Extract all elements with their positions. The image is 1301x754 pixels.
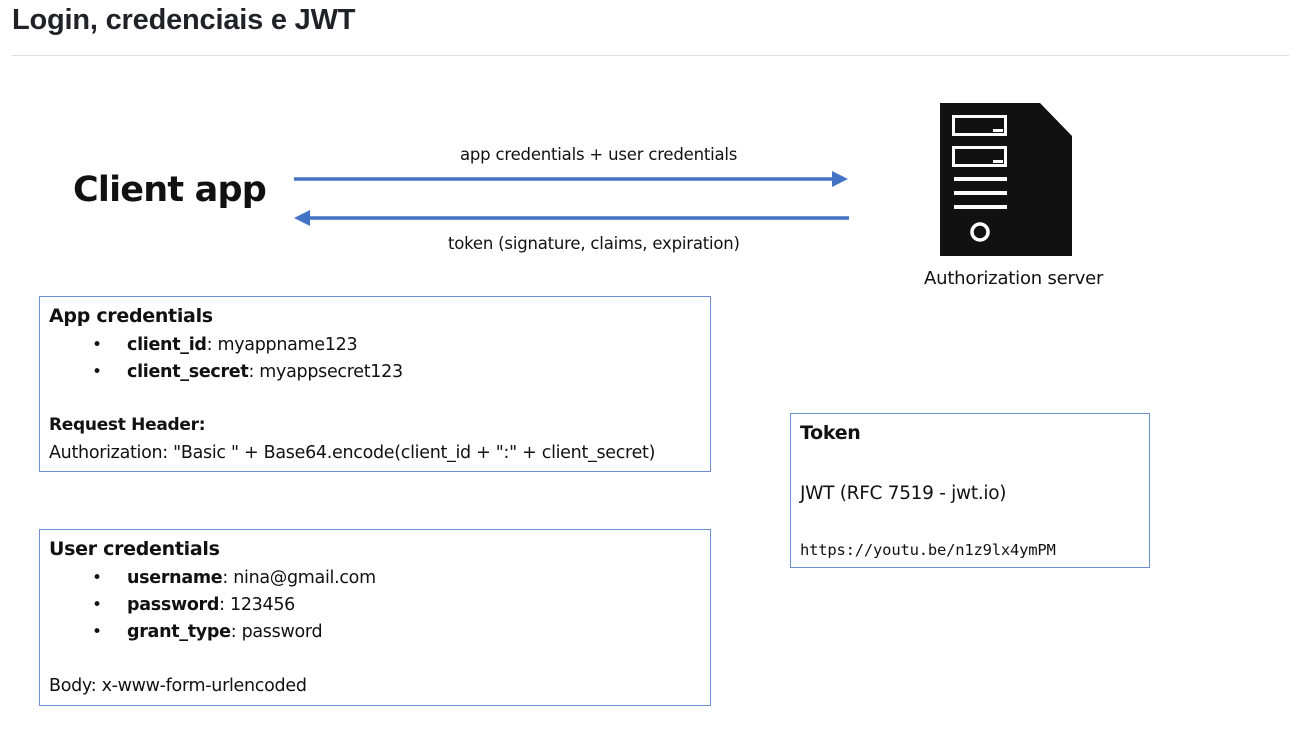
- list-item: username: nina@gmail.com: [127, 568, 376, 588]
- token-url-link[interactable]: https://youtu.be/n1z9lx4ymPM: [800, 541, 1056, 559]
- jwt-label: JWT (RFC 7519 - jwt.io): [800, 483, 1007, 504]
- bullet-icon: •: [92, 595, 102, 615]
- bullet-icon: •: [92, 568, 102, 588]
- list-item: password: 123456: [127, 595, 295, 615]
- credential-key: client_id: [127, 335, 207, 355]
- authorization-server-label: Authorization server: [924, 268, 1104, 289]
- request-arrow: [294, 171, 848, 187]
- title-divider: [12, 55, 1289, 56]
- server-tower-icon: [940, 103, 1072, 256]
- list-item: client_secret: myappsecret123: [127, 362, 403, 382]
- bullet-icon: •: [92, 362, 102, 382]
- credential-value: : myappname123: [206, 335, 358, 355]
- app-credentials-box: App credentials • client_id: myappname12…: [39, 296, 711, 472]
- token-title: Token: [800, 422, 861, 444]
- list-item: client_id: myappname123: [127, 335, 358, 355]
- app-credentials-title: App credentials: [49, 305, 213, 327]
- list-item: grant_type: password: [127, 622, 323, 642]
- response-arrow-label: token (signature, claims, expiration): [448, 234, 740, 253]
- request-header-title: Request Header:: [49, 415, 206, 435]
- client-app-label: Client app: [73, 170, 267, 210]
- user-credentials-box: User credentials • username: nina@gmail.…: [39, 529, 711, 706]
- user-credentials-title: User credentials: [49, 538, 220, 560]
- bullet-icon: •: [92, 622, 102, 642]
- credential-key: client_secret: [127, 362, 249, 382]
- request-arrow-label: app credentials + user credentials: [460, 145, 738, 164]
- request-header-value: Authorization: "Basic " + Base64.encode(…: [49, 443, 656, 463]
- page-title: Login, credenciais e JWT: [12, 4, 356, 36]
- body-encoding: Body: x-www-form-urlencoded: [49, 676, 307, 696]
- credential-key: password: [127, 595, 220, 615]
- token-box: Token JWT (RFC 7519 - jwt.io) https://yo…: [790, 413, 1150, 568]
- bullet-icon: •: [92, 335, 102, 355]
- credential-value: : 123456: [219, 595, 295, 615]
- credential-value: : myappsecret123: [248, 362, 403, 382]
- credential-key: username: [127, 568, 223, 588]
- credential-value: : nina@gmail.com: [222, 568, 376, 588]
- credential-key: grant_type: [127, 622, 231, 642]
- credential-value: : password: [230, 622, 323, 642]
- response-arrow: [294, 210, 849, 226]
